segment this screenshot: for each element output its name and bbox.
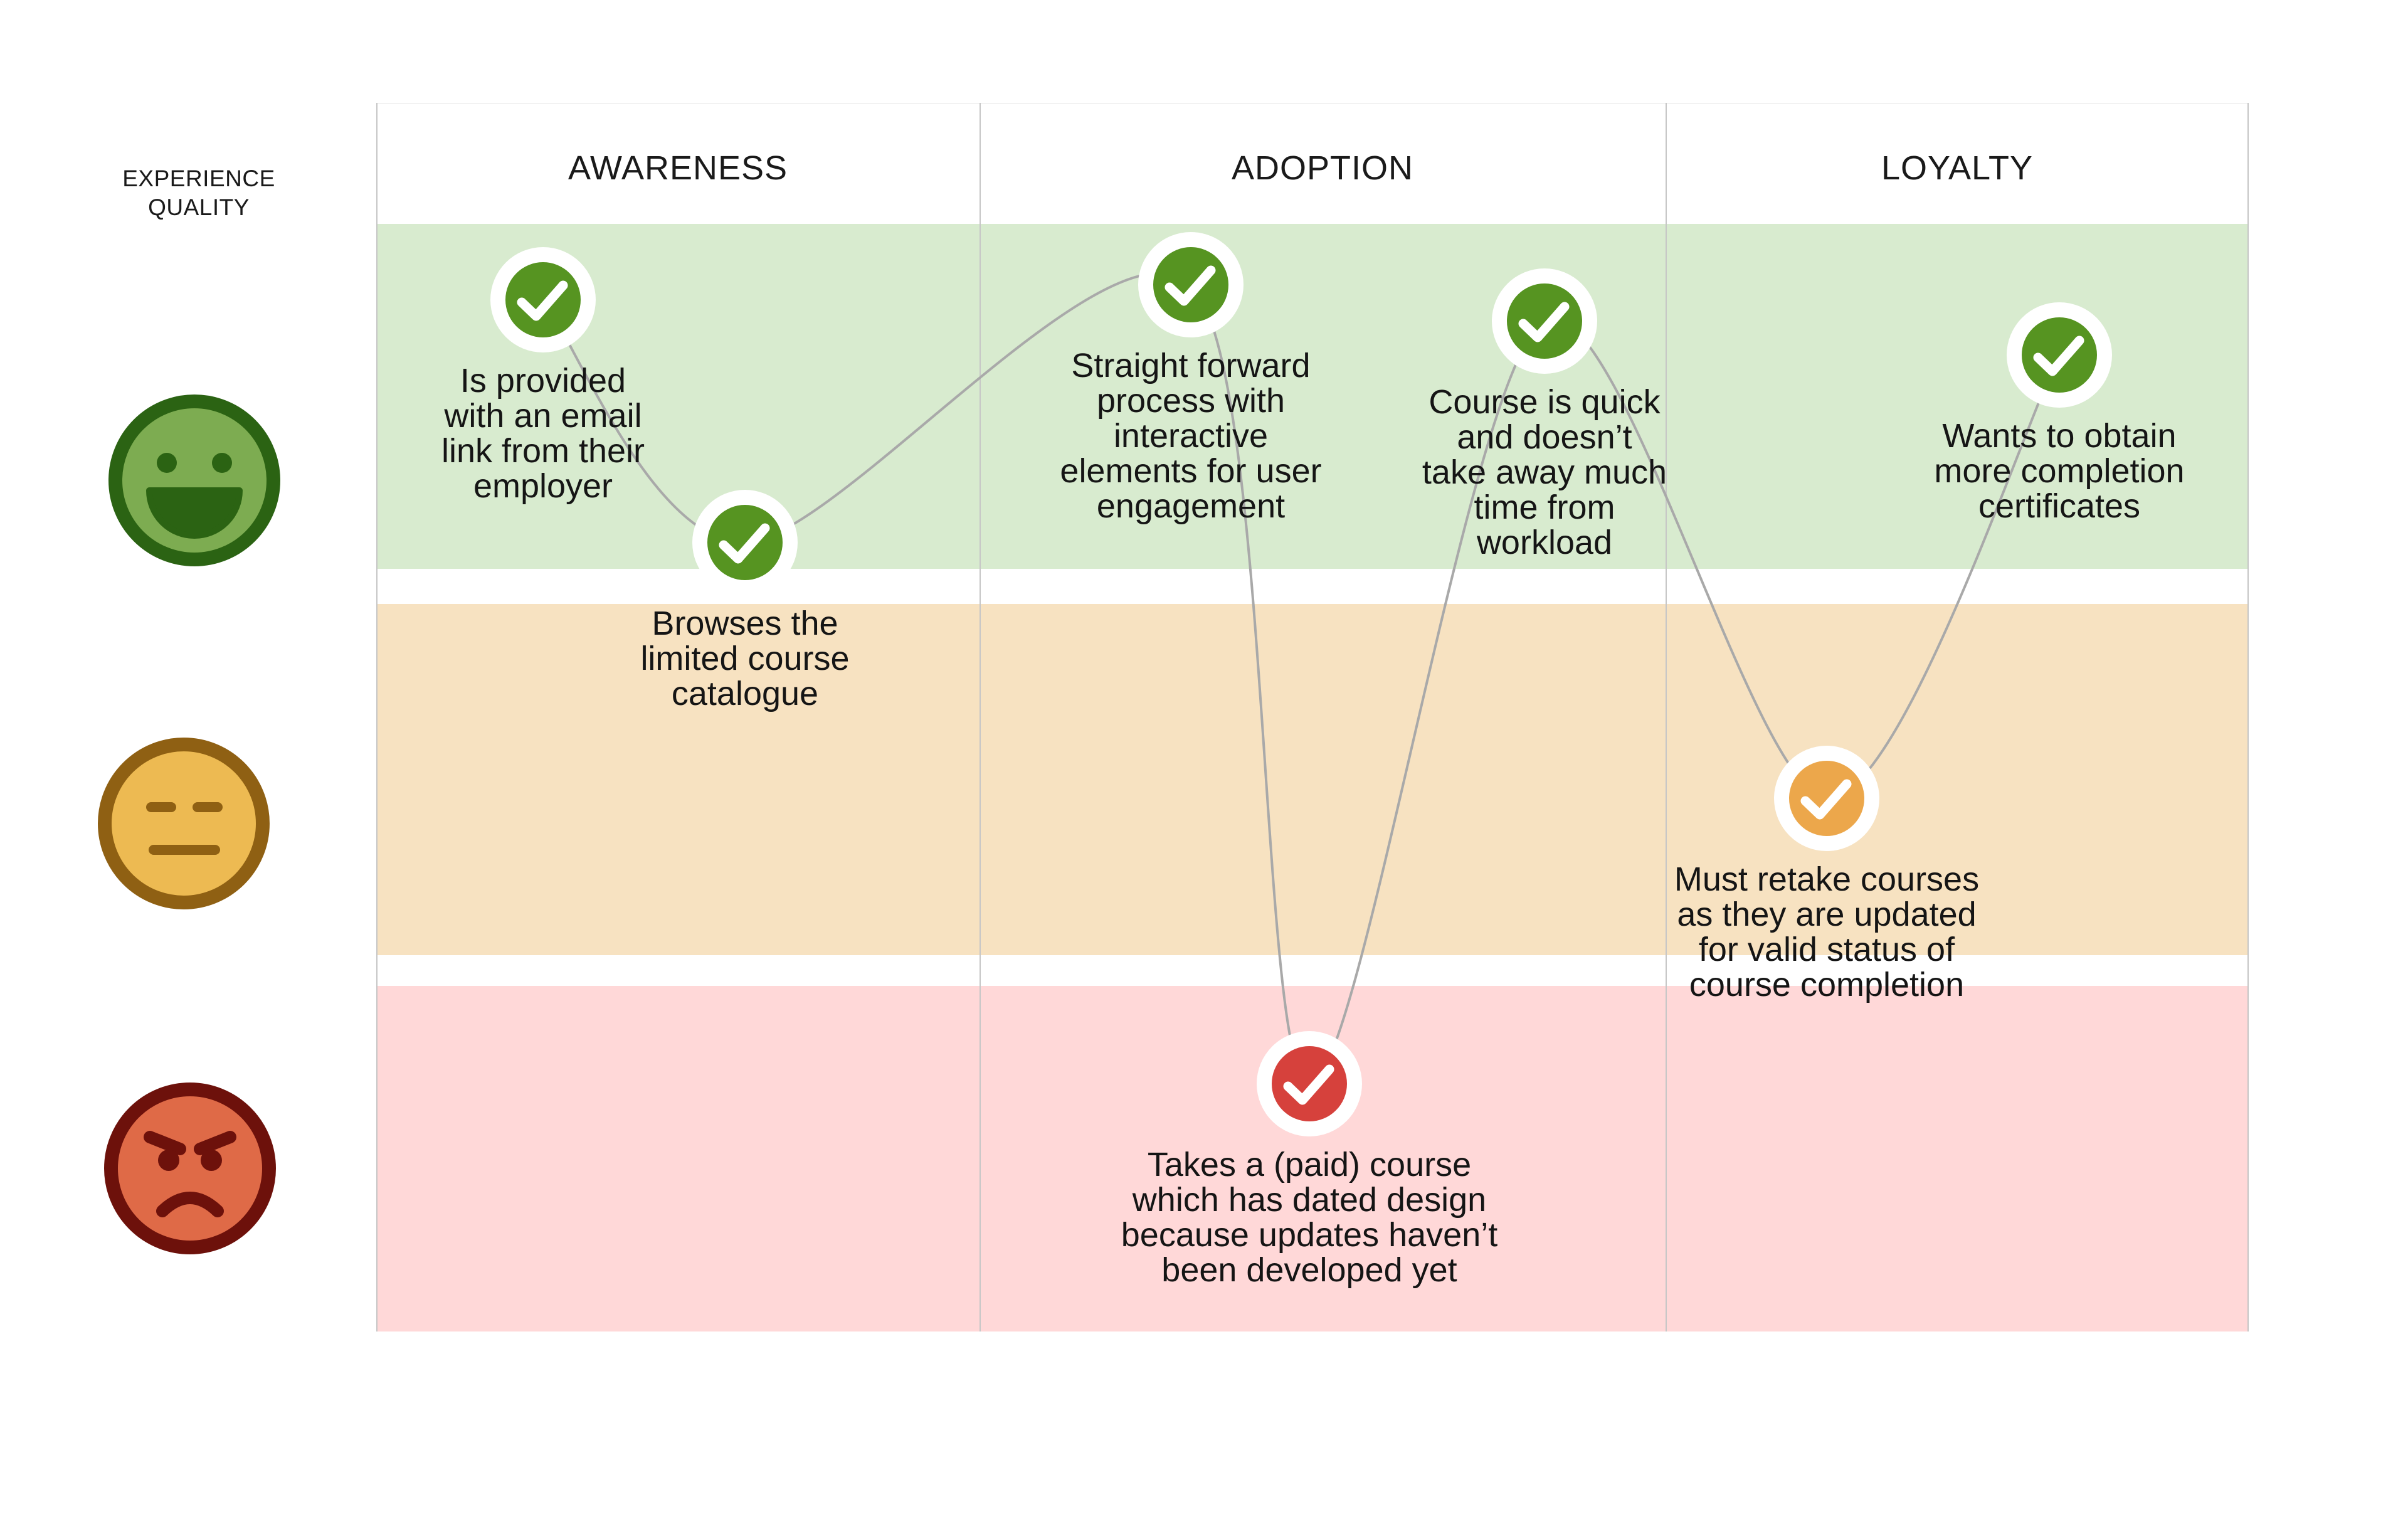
journey-point-positive	[1138, 232, 1244, 337]
table-left-border	[376, 103, 378, 1331]
check-icon	[1518, 302, 1570, 342]
journey-point-positive	[490, 247, 596, 352]
experience-quality-line1: EXPERIENCE	[122, 166, 275, 191]
column-header-adoption: ADOPTION	[1231, 149, 1414, 187]
journey-point-positive	[2007, 302, 2112, 408]
journey-point-neutral	[1774, 746, 1879, 851]
column-divider-awareness-adoption	[980, 103, 981, 1331]
experience-quality-line2: QUALITY	[148, 194, 250, 220]
table-right-border	[2247, 103, 2249, 1331]
neutral-face-icon	[98, 738, 270, 909]
journey-point-positive	[692, 490, 798, 595]
journey-point-positive	[1492, 268, 1597, 374]
column-header-loyalty: LOYALTY	[1881, 149, 2034, 187]
journey-point-negative	[1257, 1031, 1362, 1136]
check-icon	[517, 280, 568, 321]
check-icon	[1164, 265, 1216, 306]
check-icon	[719, 523, 770, 564]
check-icon	[1283, 1064, 1334, 1105]
column-header-awareness: AWARENESS	[568, 149, 788, 187]
happy-face-icon	[108, 394, 280, 566]
column-divider-adoption-loyalty	[1666, 103, 1667, 1331]
angry-face-icon	[104, 1083, 276, 1254]
experience-quality-label: EXPERIENCE QUALITY	[73, 164, 324, 222]
check-icon	[1800, 779, 1852, 820]
check-icon	[2033, 336, 2084, 376]
